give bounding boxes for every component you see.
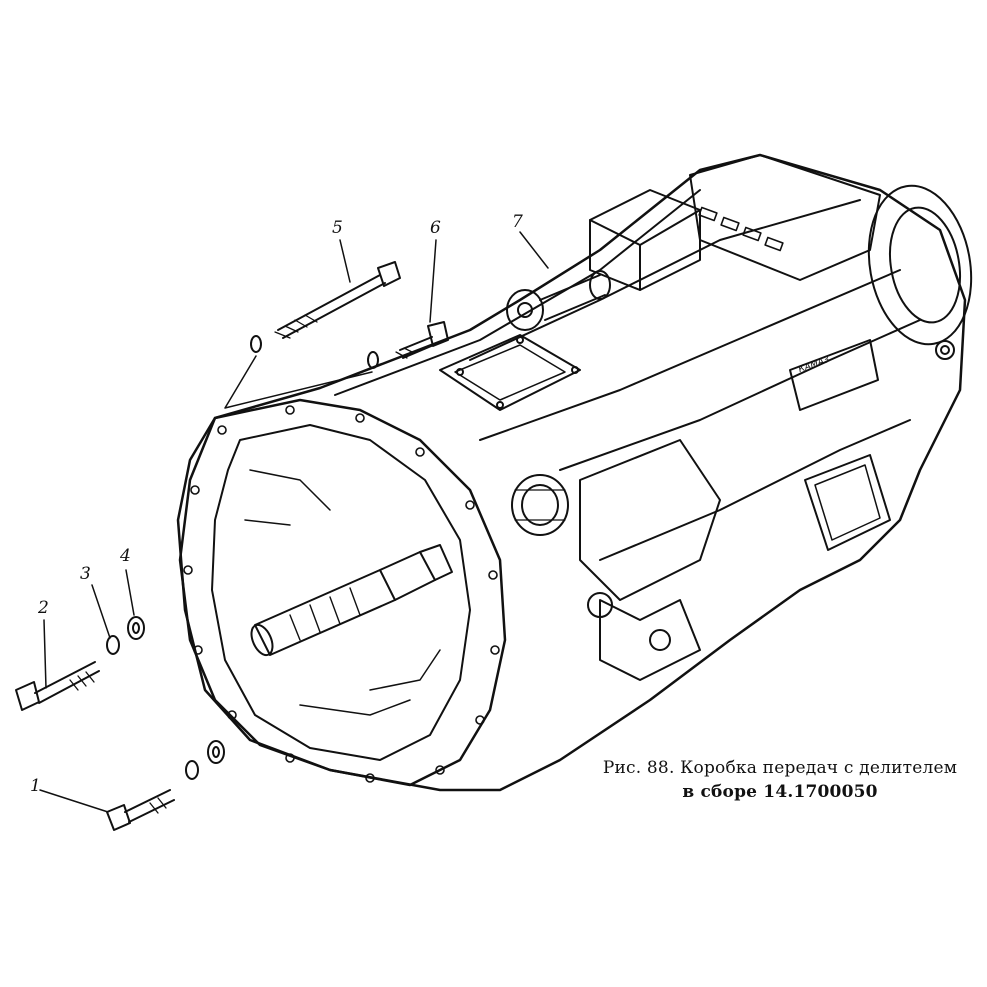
washers-top	[250, 335, 379, 369]
side-valve-block	[579, 439, 721, 681]
side-inspection-cover	[804, 454, 891, 551]
nameplate	[789, 339, 879, 411]
short-bolt	[395, 321, 449, 359]
output-flange	[867, 184, 973, 360]
bell-housing-bolt-holes	[183, 405, 500, 783]
washers-lower	[185, 740, 225, 780]
figure-caption: Рис. 88. Коробка передач с делителем в с…	[590, 756, 970, 804]
air-line-assembly	[506, 270, 611, 331]
leader-lines	[39, 231, 549, 813]
callout-4: 4	[120, 546, 131, 566]
callout-6: 6	[430, 218, 441, 238]
long-stud	[274, 261, 401, 339]
caption-line-1: Рис. 88. Коробка передач с делителем	[602, 758, 958, 778]
cover-slots	[698, 206, 784, 252]
splitter-gear	[511, 474, 569, 536]
callout-2: 2	[38, 598, 49, 618]
callout-3: 3	[80, 564, 91, 584]
top-cover	[439, 334, 581, 411]
callout-5: 5	[332, 218, 343, 238]
splitter-cover	[689, 154, 881, 281]
bolt-lower	[106, 789, 175, 831]
caption-line-2: в сборе 14.1700050	[682, 782, 878, 802]
clutch-bell-housing	[178, 398, 507, 787]
callout-7: 7	[512, 212, 523, 232]
spring-washer-left	[106, 635, 120, 655]
callout-1: 1	[30, 776, 41, 796]
flat-washer-left	[127, 616, 145, 640]
shift-housing	[589, 189, 701, 291]
bolt-left	[15, 661, 100, 711]
input-shaft	[250, 544, 453, 657]
